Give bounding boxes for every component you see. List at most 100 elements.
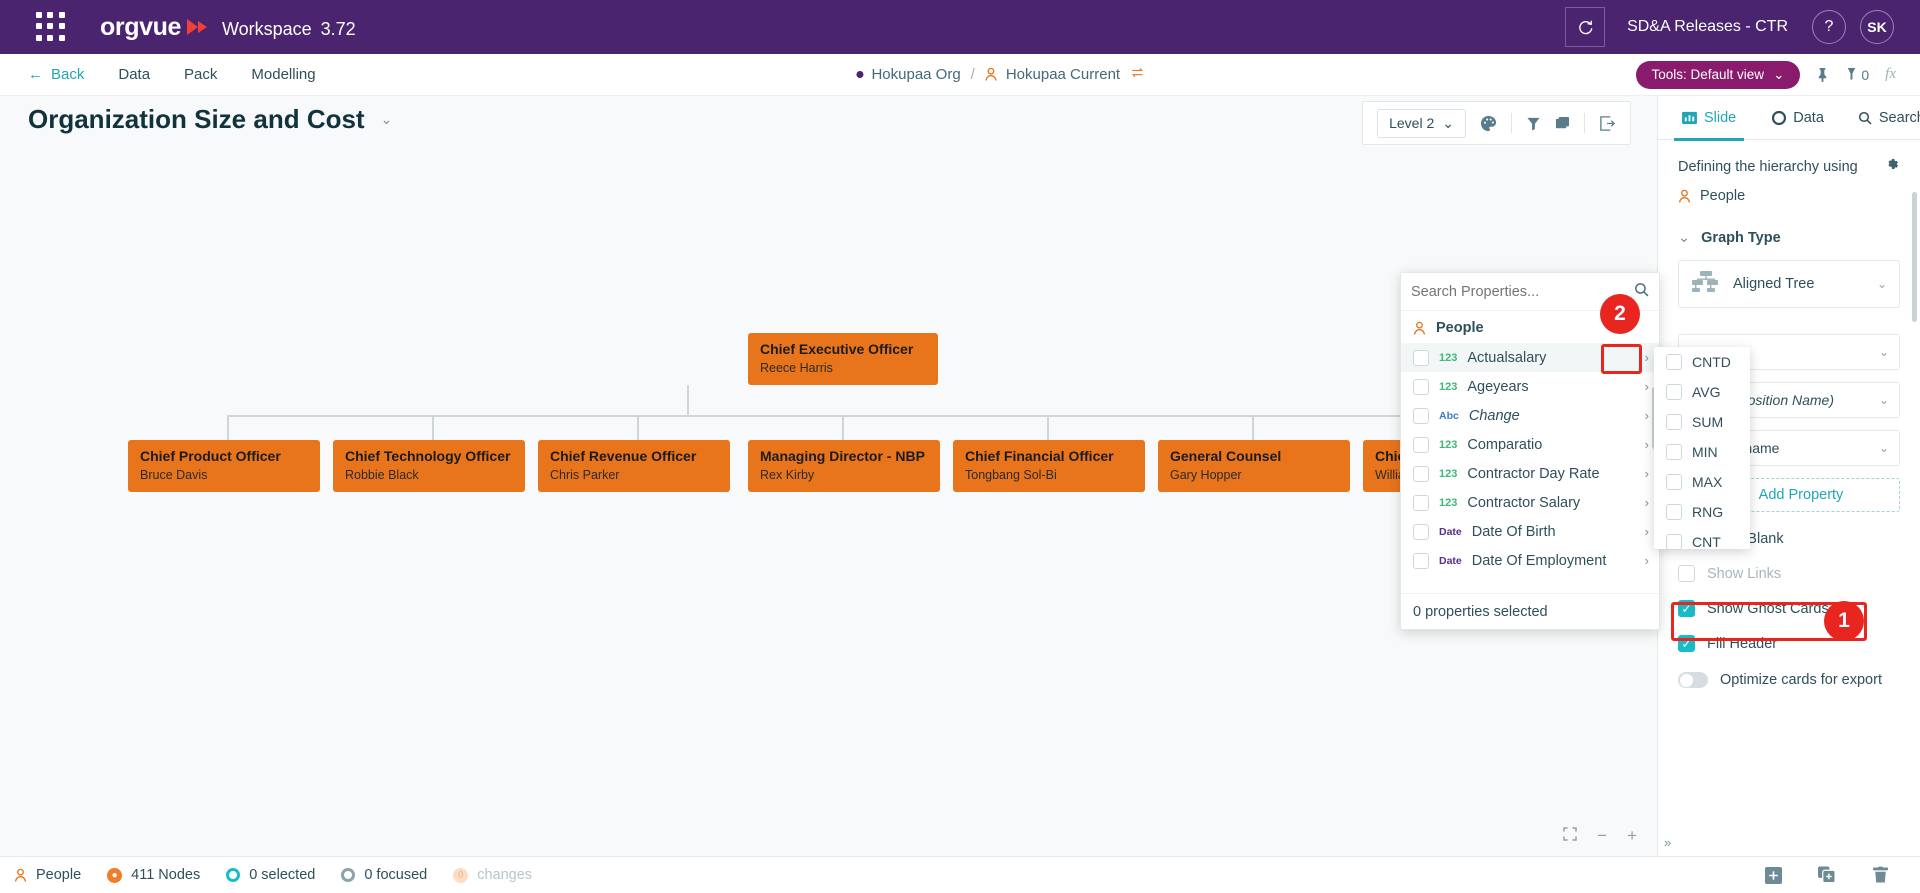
org-node[interactable]: Chief Technology Officer Robbie Black bbox=[333, 440, 525, 492]
checkbox-icon[interactable] bbox=[1666, 414, 1682, 430]
checkbox-icon[interactable] bbox=[1666, 384, 1682, 400]
filter-icon[interactable] bbox=[1526, 116, 1541, 131]
checkbox-icon[interactable] bbox=[1666, 534, 1682, 550]
right-panel-scrollbar[interactable] bbox=[1912, 192, 1917, 322]
palette-icon[interactable] bbox=[1480, 115, 1497, 132]
search-icon[interactable] bbox=[1634, 282, 1649, 302]
agg-option-cnt[interactable]: CNT bbox=[1654, 527, 1750, 557]
agg-option-avg[interactable]: AVG bbox=[1654, 377, 1750, 407]
zoom-out-icon[interactable]: − bbox=[1597, 826, 1608, 845]
org-node[interactable]: Managing Director - NBP Rex Kirby bbox=[748, 440, 940, 492]
property-item-change[interactable]: Abc Change › bbox=[1401, 401, 1659, 430]
nav-item-modelling[interactable]: Modelling bbox=[251, 66, 316, 83]
collapse-panel-icon[interactable]: » bbox=[1664, 835, 1672, 850]
properties-popover[interactable]: People 123 Actualsalary › 123 Ageyears ›… bbox=[1400, 272, 1660, 630]
refresh-icon[interactable] bbox=[1565, 7, 1606, 47]
nav-item-pack[interactable]: Pack bbox=[184, 66, 218, 83]
status-focused[interactable]: 0 focused bbox=[341, 867, 427, 883]
gear-icon[interactable] bbox=[1884, 156, 1900, 177]
tab-search[interactable]: Search bbox=[1854, 96, 1920, 140]
checkbox-icon[interactable] bbox=[1413, 349, 1429, 366]
export-icon[interactable] bbox=[1599, 115, 1616, 132]
property-item-ageyears[interactable]: 123 Ageyears › bbox=[1401, 372, 1659, 401]
property-item-actualsalary[interactable]: 123 Actualsalary › bbox=[1401, 343, 1659, 372]
back-button[interactable]: ← Back bbox=[28, 66, 84, 83]
org-node-root[interactable]: Chief Executive Officer Reece Harris bbox=[748, 333, 938, 385]
property-item-contractor-day-rate[interactable]: 123 Contractor Day Rate › bbox=[1401, 459, 1659, 488]
agg-option-sum[interactable]: SUM bbox=[1654, 407, 1750, 437]
org-node[interactable]: Chief Financial Officer Tongbang Sol-Bi bbox=[953, 440, 1145, 492]
chevron-right-icon[interactable]: › bbox=[1644, 379, 1649, 394]
nav-item-data[interactable]: Data bbox=[118, 66, 151, 83]
breadcrumb-org-label: Hokupaa Org bbox=[871, 66, 961, 83]
property-item-date-of-birth[interactable]: Date Date Of Birth › bbox=[1401, 517, 1659, 546]
checkbox-icon[interactable] bbox=[1413, 552, 1429, 569]
chevron-right-icon[interactable]: › bbox=[1644, 553, 1649, 568]
brand-logo[interactable]: orgvue Workspace 3.72 bbox=[100, 13, 356, 42]
checkbox-fill-header[interactable]: ✓ Fill Header bbox=[1678, 635, 1900, 652]
agg-option-cntd[interactable]: CNTD bbox=[1654, 347, 1750, 377]
chevron-right-icon[interactable]: › bbox=[1644, 495, 1649, 510]
checkbox-show-ghost-cards[interactable]: ✓ Show Ghost Cards bbox=[1678, 600, 1900, 617]
level-select[interactable]: Level 2 ⌄ bbox=[1377, 108, 1466, 138]
property-item-depth[interactable]: 123 Depth › bbox=[1401, 575, 1659, 581]
checkbox-icon[interactable] bbox=[1666, 354, 1682, 370]
release-name[interactable]: SD&A Releases - CTR bbox=[1627, 18, 1788, 35]
checkbox-icon[interactable] bbox=[1413, 494, 1429, 511]
delete-icon[interactable] bbox=[1873, 866, 1888, 884]
duplicate-icon[interactable] bbox=[1818, 866, 1837, 884]
add-icon[interactable] bbox=[1765, 866, 1782, 884]
tab-slide[interactable]: Slide bbox=[1673, 96, 1745, 141]
property-item-comparatio[interactable]: 123 Comparatio › bbox=[1401, 430, 1659, 459]
help-icon[interactable]: ? bbox=[1812, 10, 1846, 44]
agg-option-min[interactable]: MIN bbox=[1654, 437, 1750, 467]
chevron-right-icon[interactable]: › bbox=[1644, 437, 1649, 452]
chevron-right-icon[interactable]: › bbox=[1644, 466, 1649, 481]
status-selected[interactable]: 0 selected bbox=[226, 867, 315, 883]
checkbox-icon[interactable] bbox=[1666, 504, 1682, 520]
chevron-right-icon[interactable]: › bbox=[1644, 350, 1649, 365]
avatar[interactable]: SK bbox=[1860, 10, 1894, 44]
aggregation-submenu[interactable]: CNTD AVG SUM MIN MAX RNG CNT bbox=[1654, 347, 1750, 550]
checkbox-icon[interactable] bbox=[1413, 523, 1429, 540]
property-item-contractor-salary[interactable]: 123 Contractor Salary › bbox=[1401, 488, 1659, 517]
checkbox-show-links[interactable]: Show Links bbox=[1678, 565, 1900, 582]
checkbox-icon[interactable] bbox=[1413, 465, 1429, 482]
checkbox-icon[interactable] bbox=[1413, 436, 1429, 453]
org-node[interactable]: General Counsel Gary Hopper bbox=[1158, 440, 1350, 492]
graph-type-select[interactable]: Aligned Tree ⌄ bbox=[1678, 260, 1900, 308]
properties-list[interactable]: 123 Actualsalary › 123 Ageyears › Abc Ch… bbox=[1401, 343, 1659, 581]
status-entity[interactable]: People bbox=[14, 867, 81, 883]
chart-canvas[interactable]: Organization Size and Cost ⌄ Level 2 ⌄ bbox=[0, 96, 1658, 856]
status-nodes[interactable]: ● 411 Nodes bbox=[107, 867, 200, 883]
filter-count[interactable]: 0 bbox=[1845, 67, 1869, 83]
property-item-date-of-employment[interactable]: Date Date Of Employment › bbox=[1401, 546, 1659, 575]
graph-type-section[interactable]: ⌄ Graph Type bbox=[1678, 230, 1900, 246]
pin-icon[interactable] bbox=[1816, 67, 1829, 82]
org-node[interactable]: Chief Revenue Officer Chris Parker bbox=[538, 440, 730, 492]
app-grid-icon[interactable] bbox=[36, 12, 66, 42]
swap-icon[interactable] bbox=[1130, 66, 1144, 83]
hierarchy-value[interactable]: People bbox=[1678, 188, 1900, 204]
agg-option-max[interactable]: MAX bbox=[1654, 467, 1750, 497]
checkbox-icon[interactable] bbox=[1666, 444, 1682, 460]
agg-option-rng[interactable]: RNG bbox=[1654, 497, 1750, 527]
chevron-right-icon[interactable]: › bbox=[1644, 524, 1649, 539]
chevron-right-icon[interactable]: › bbox=[1644, 408, 1649, 423]
breadcrumb-org[interactable]: Hokupaa Org bbox=[856, 66, 961, 83]
checkbox-icon[interactable] bbox=[1413, 378, 1429, 395]
formula-icon[interactable]: fx bbox=[1885, 66, 1896, 82]
layers-icon[interactable] bbox=[1555, 116, 1570, 131]
checkbox-icon[interactable] bbox=[1413, 407, 1429, 424]
fit-screen-icon[interactable] bbox=[1563, 826, 1577, 846]
org-node[interactable]: Chief Product Officer Bruce Davis bbox=[128, 440, 320, 492]
toggle-optimize-cards[interactable]: Optimize cards for export bbox=[1678, 672, 1900, 688]
chevron-down-icon[interactable]: ⌄ bbox=[380, 111, 393, 127]
breadcrumb-current[interactable]: Hokupaa Current bbox=[985, 66, 1120, 83]
org-chart[interactable]: Chief Executive Officer Reece Harris Chi… bbox=[0, 96, 1657, 856]
zoom-in-icon[interactable]: + bbox=[1627, 826, 1637, 845]
tools-dropdown[interactable]: Tools: Default view ⌄ bbox=[1635, 60, 1801, 89]
checkbox-icon[interactable] bbox=[1666, 474, 1682, 490]
tab-data[interactable]: Data bbox=[1768, 96, 1828, 140]
search-input[interactable] bbox=[1411, 283, 1634, 300]
